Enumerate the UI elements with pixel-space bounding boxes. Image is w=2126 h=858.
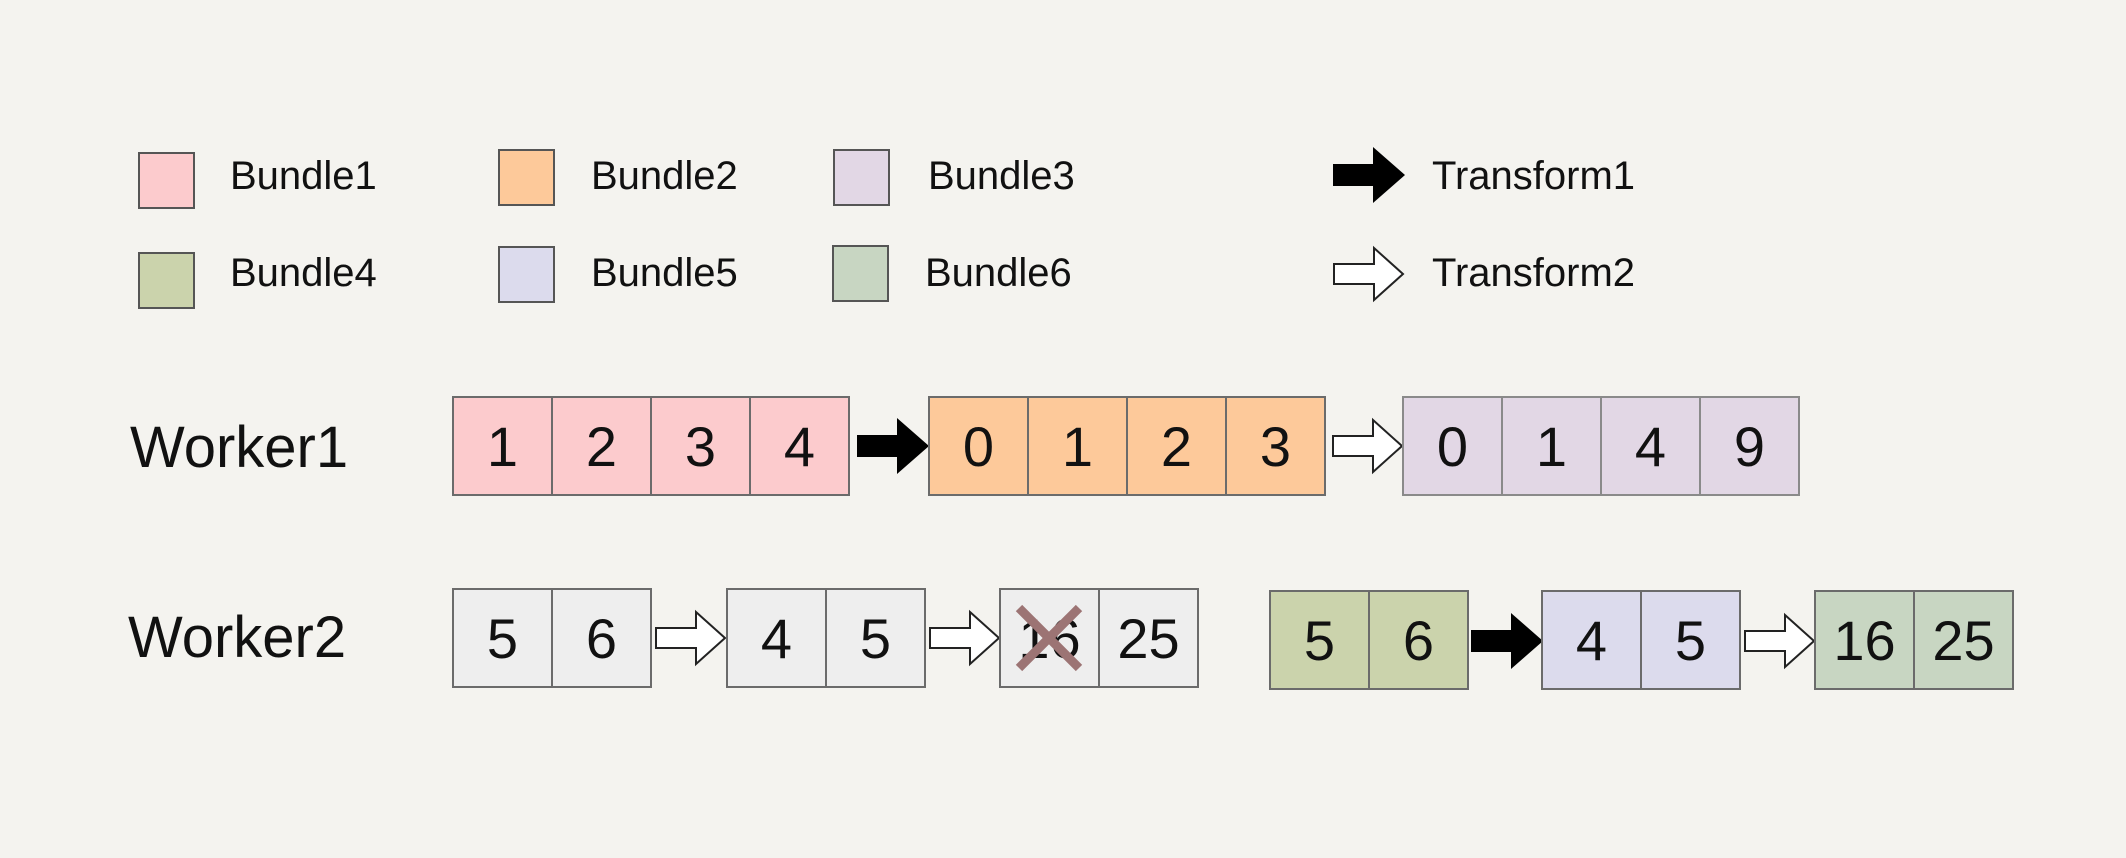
bundle-cell: 4	[726, 588, 827, 688]
legend-swatch-bundle5	[498, 246, 555, 303]
legend-label-transform1: Transform1	[1432, 154, 1636, 198]
bundle-cell: 6	[1368, 590, 1469, 690]
legend-label-bundle5: Bundle5	[591, 251, 738, 295]
bundle-cell: 6	[551, 588, 652, 688]
worker2-bundle6: 16 25	[1814, 590, 2014, 690]
bundle-cell: 5	[1269, 590, 1370, 690]
bundle-cell: 5	[452, 588, 553, 688]
worker2-label: Worker2	[128, 605, 347, 670]
transform2-arrow-icon	[1744, 612, 1816, 670]
worker2-bundle-a: 5 6	[452, 588, 652, 688]
legend-swatch-bundle1	[138, 152, 195, 209]
bundle-cell: 1	[452, 396, 553, 496]
worker2-bundle-b: 4 5	[726, 588, 926, 688]
bundle-cell: 2	[551, 396, 652, 496]
legend-transform2-arrow-icon	[1333, 245, 1405, 303]
bundle-cell: 5	[1640, 590, 1741, 690]
legend-label-bundle6: Bundle6	[925, 251, 1072, 295]
bundle-cell: 5	[825, 588, 926, 688]
worker2-bundle5: 4 5	[1541, 590, 1741, 690]
bundle-cell: 3	[1225, 396, 1326, 496]
legend-label-bundle3: Bundle3	[928, 154, 1075, 198]
bundle-cell: 4	[749, 396, 850, 496]
bundle-cell: 2	[1126, 396, 1227, 496]
legend-swatch-bundle6	[832, 245, 889, 302]
bundle-cell: 9	[1699, 396, 1800, 496]
legend-transform1-arrow-icon	[1333, 147, 1405, 203]
legend-swatch-bundle4	[138, 252, 195, 309]
worker2-bundle4: 5 6	[1269, 590, 1469, 690]
transform2-arrow-icon	[1332, 417, 1404, 475]
transform2-arrow-icon	[655, 609, 727, 667]
bundle-cell-crossed: 16	[999, 588, 1100, 688]
bundle-cell: 4	[1600, 396, 1701, 496]
transform2-arrow-icon	[929, 609, 1001, 667]
bundle-cell: 25	[1098, 588, 1199, 688]
bundle-cell: 1	[1027, 396, 1128, 496]
worker1-bundle2: 0 1 2 3	[928, 396, 1326, 496]
worker1-bundle3: 0 1 4 9	[1402, 396, 1800, 496]
bundle-cell: 0	[928, 396, 1029, 496]
legend-label-transform2: Transform2	[1432, 251, 1636, 295]
worker1-bundle1: 1 2 3 4	[452, 396, 850, 496]
legend-label-bundle1: Bundle1	[230, 154, 377, 198]
legend-label-bundle4: Bundle4	[230, 251, 377, 295]
legend-swatch-bundle3	[833, 149, 890, 206]
transform1-arrow-icon	[857, 418, 929, 474]
bundle-cell: 0	[1402, 396, 1503, 496]
transform1-arrow-icon	[1471, 613, 1543, 669]
worker2-bundle-c: 16 25	[999, 588, 1199, 688]
bundle-cell: 3	[650, 396, 751, 496]
legend-swatch-bundle2	[498, 149, 555, 206]
worker1-label: Worker1	[130, 415, 349, 480]
bundle-cell: 4	[1541, 590, 1642, 690]
bundle-cell: 25	[1913, 590, 2014, 690]
bundle-cell: 1	[1501, 396, 1602, 496]
legend-label-bundle2: Bundle2	[591, 154, 738, 198]
bundle-cell: 16	[1814, 590, 1915, 690]
